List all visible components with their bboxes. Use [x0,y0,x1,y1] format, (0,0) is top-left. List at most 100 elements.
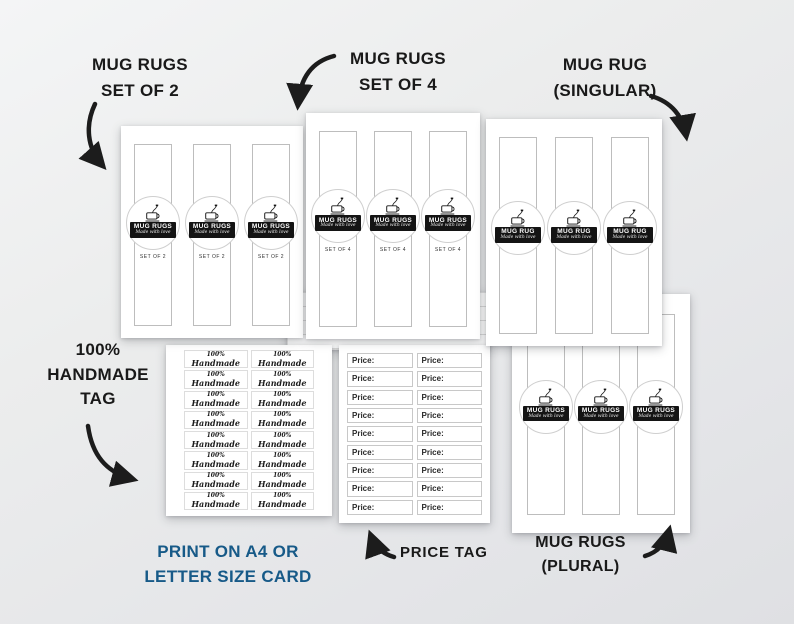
price-grid: Price: Price: Price: Price: Price: Price… [347,353,482,515]
handmade-tag: 100% Handmade [250,471,314,490]
wrap-band: ♥ MUG RUGS Made with love SET OF 2 [126,144,180,326]
label-print-instruction: PRINT ON A4 OR LETTER SIZE CARD [118,540,338,589]
handmade-tag-percent: 100% [206,431,225,439]
badge-circle: ♥ MUG RUGS Made with love [311,189,365,244]
mug-icon: ♥ [566,208,581,227]
badge-banner: MUG RUGS Made with love [248,221,294,238]
badge-banner: MUG RUG Made with love [495,226,541,243]
label-line: LETTER SIZE CARD [144,566,312,586]
badge-circle: ♥ MUG RUGS Made with love [126,195,180,250]
mug-badge: ♥ MUG RUG Made with love [544,200,604,255]
band-caption: SET OF 4 [379,247,407,254]
mug-icon: ♥ [538,387,553,406]
handmade-tag-percent: 100% [206,411,225,419]
label-line: 100% [75,340,121,359]
handmade-tag-word: Handmade [191,357,240,368]
badge-title: MUG RUGS [318,216,358,224]
handmade-tag-percent: 100% [273,370,292,378]
band-caption: SET OF 2 [257,253,285,260]
handmade-tag-word: Handmade [258,499,307,510]
badge-circle: ♥ MUG RUG Made with love [491,200,545,255]
label-line: TAG [80,389,116,409]
label-line: SET OF 4 [359,74,437,94]
label-set-of-2: MUG RUGS SET OF 2 [70,52,210,103]
label-line: MUG RUGS [535,534,626,551]
handmade-tag-word: Handmade [191,418,240,429]
badge-banner: MUG RUG Made with love [607,226,653,243]
heart-icon: ♥ [548,387,551,393]
badge-circle: ♥ MUG RUGS Made with love [421,189,475,244]
handmade-tag-word: Handmade [191,377,240,388]
wrap-band: ♥ MUG RUGS Made with love [629,314,683,515]
label-singular: MUG RUG (SINGULAR) [535,52,675,103]
handmade-tag: 100% Handmade [250,390,314,409]
badge-title: MUG RUGS [428,216,468,224]
heart-icon: ♥ [576,208,579,214]
mug-badge: ♥ MUG RUGS Made with love [626,379,686,434]
price-tag: Price: [416,481,482,497]
mug-icon: ♥ [145,203,160,222]
handmade-grid: 100% Handmade 100% Handmade 100% Handmad… [184,350,314,510]
badge-banner: MUG RUGS Made with love [425,215,471,232]
price-tag: Price: [347,353,413,369]
handmade-tag-percent: 100% [273,391,292,399]
mug-badge: ♥ MUG RUG Made with love [600,200,660,255]
handmade-tag: 100% Handmade [250,451,314,470]
heart-icon: ♥ [520,208,523,214]
price-tag: Price: [416,371,482,387]
handmade-tag: 100% Handmade [250,410,314,429]
price-tag: Price: [416,389,482,405]
handmade-tag-percent: 100% [206,350,225,358]
badge-subtitle: Made with love [194,229,230,235]
badge-title: MUG RUGS [192,223,232,231]
badge-subtitle: Made with love [375,223,411,229]
handmade-tag-word: Handmade [191,479,240,490]
price-tag: Price: [416,444,482,460]
wrap-band: ♥ MUG RUG Made with love [603,137,657,334]
band-caption: SET OF 2 [198,253,226,260]
heart-icon: ♥ [603,387,606,393]
price-tag: Price: [347,462,413,479]
price-tag: Price: [347,481,413,497]
badge-banner: MUG RUG Made with love [551,226,597,243]
band-group-single: ♥ MUG RUG Made with love [486,119,662,346]
badge-subtitle: Made with love [528,413,564,419]
label-line: PRINT ON A4 OR [157,542,299,561]
badge-circle: ♥ MUG RUGS Made with love [366,189,420,244]
price-tag: Price: [347,499,413,515]
label-set-of-4: MUG RUGS SET OF 4 [338,46,458,97]
handmade-tag: 100% Handmade [184,370,248,389]
badge-title: MUG RUG [501,228,535,236]
badge-banner: MUG RUGS Made with love [189,221,235,238]
label-line: (SINGULAR) [553,80,657,100]
badge-title: MUG RUGS [373,216,413,224]
handmade-tag-word: Handmade [258,458,307,469]
mug-icon: ♥ [204,203,219,222]
mug-icon: ♥ [263,203,278,222]
badge-circle: ♥ MUG RUGS Made with love [185,195,239,250]
handmade-tag: 100% Handmade [184,451,248,470]
badge-circle: ♥ MUG RUGS Made with love [574,379,628,434]
badge-circle: ♥ MUG RUG Made with love [547,200,601,255]
badge-circle: ♥ MUG RUGS Made with love [244,195,298,250]
mug-badge: ♥ MUG RUGS Made with love [571,379,631,434]
handmade-tag-word: Handmade [258,418,307,429]
mug-badge: ♥ MUG RUGS Made with love SET OF 2 [123,195,183,260]
handmade-tag-percent: 100% [273,492,292,500]
badge-banner: MUG RUGS Made with love [633,405,679,422]
badge-title: MUG RUGS [526,407,566,415]
handmade-tag-percent: 100% [273,350,292,358]
badge-banner: MUG RUGS Made with love [370,215,416,232]
arrow-handmade-tag [85,423,139,487]
label-line: MUG RUG [562,55,648,74]
handmade-tag-percent: 100% [206,451,225,459]
badge-subtitle: Made with love [253,229,289,235]
band-caption: SET OF 4 [434,247,462,254]
badge-circle: ♥ MUG RUGS Made with love [519,379,573,434]
wrap-band: ♥ MUG RUGS Made with love SET OF 2 [185,144,239,326]
handmade-tag-word: Handmade [258,438,307,449]
handmade-tag: 100% Handmade [184,410,248,429]
badge-subtitle: Made with love [320,223,356,229]
wrap-band: ♥ MUG RUGS Made with love SET OF 4 [421,131,475,327]
